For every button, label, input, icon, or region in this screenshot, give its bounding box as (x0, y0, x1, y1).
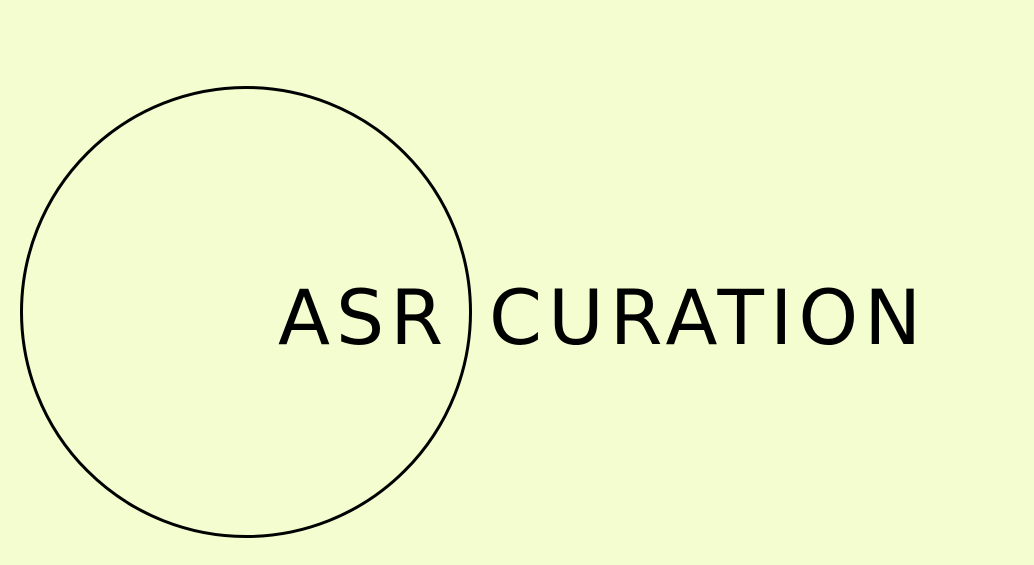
logo-wordmark: ASR CURATION (278, 268, 927, 368)
circle-outline-icon (20, 86, 472, 538)
logo-word-curation: CURATION (489, 273, 928, 362)
logo-word-asr: ASR (278, 273, 450, 362)
